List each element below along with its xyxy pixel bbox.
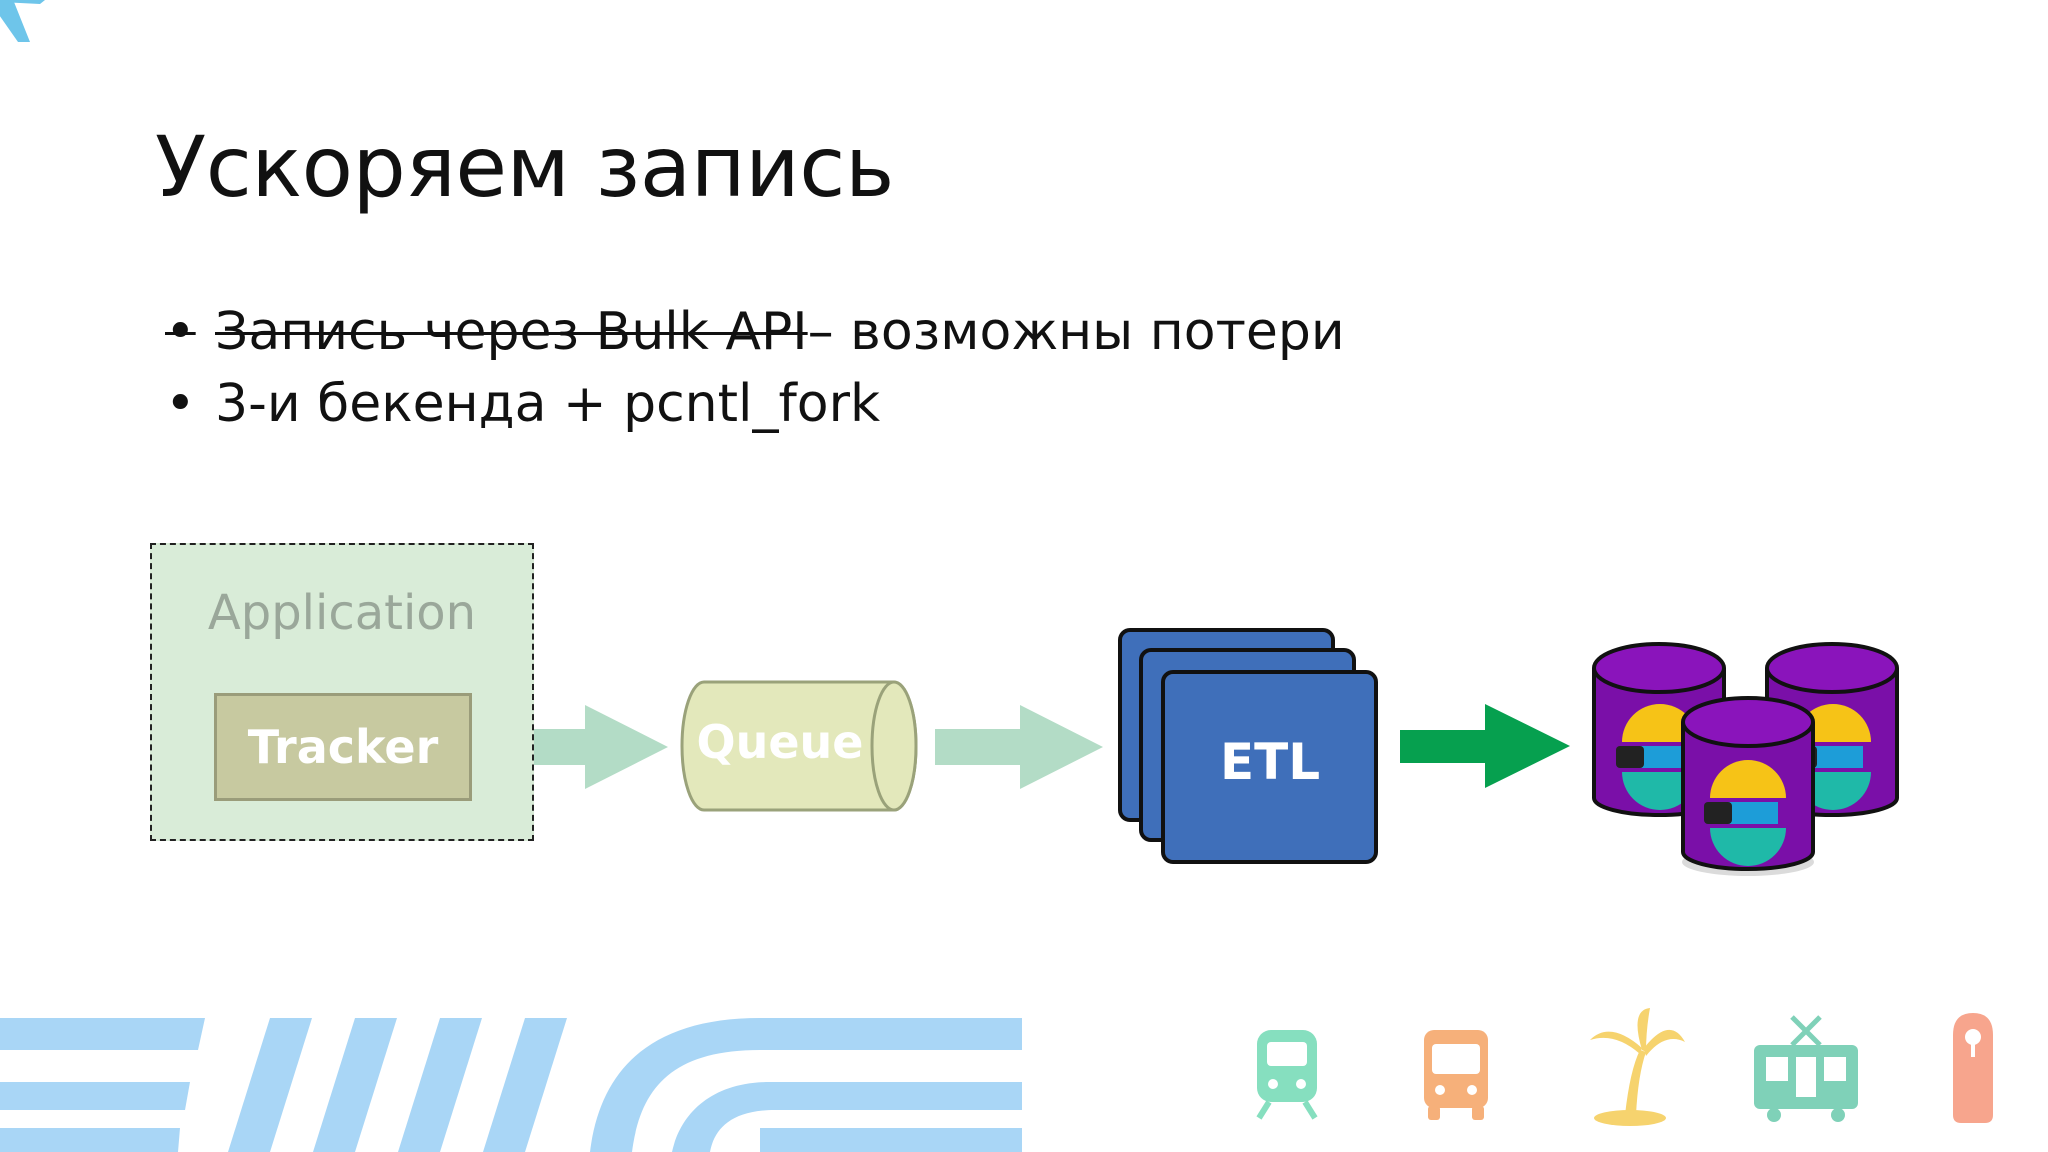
hotel-door-hanger-icon xyxy=(1953,1013,1993,1123)
footer-decorative-stripes xyxy=(0,1018,1022,1152)
application-container: Application Tracker xyxy=(150,543,534,841)
bullet-list: • Запись через Bulk API – возможны потер… xyxy=(165,296,1345,440)
etl-label: ETL xyxy=(1219,733,1321,791)
arrow-queue-to-etl xyxy=(935,705,1103,789)
bullet-text: 3-и бекенда + pcntl_fork xyxy=(215,374,881,434)
bullet-marker: • xyxy=(165,374,196,434)
queue-label: Queue xyxy=(696,715,864,769)
bullet-text: – возможны потери xyxy=(807,302,1345,362)
arrow-etl-to-elasticsearch xyxy=(1400,704,1570,788)
elasticsearch-db-front xyxy=(1681,696,1815,876)
application-label: Application xyxy=(207,585,477,641)
train-icon xyxy=(1256,1030,1318,1120)
queue-cylinder xyxy=(680,680,918,812)
bullet-marker: • xyxy=(165,302,196,362)
struck-bullet-text: Запись через Bulk API xyxy=(215,302,808,362)
tram-icon xyxy=(1754,1015,1858,1122)
slide-title: Ускоряем запись xyxy=(155,118,894,216)
bullet-item-1: • Запись через Bulk API – возможны потер… xyxy=(165,296,1345,368)
bus-icon xyxy=(1424,1030,1488,1120)
bullet-item-2: • 3-и бекенда + pcntl_fork xyxy=(165,368,1345,440)
tracker-box: Tracker xyxy=(214,693,472,801)
etl-stack xyxy=(1118,628,1378,864)
airplane-icon xyxy=(0,0,45,42)
palm-tree-icon xyxy=(1590,1008,1685,1126)
